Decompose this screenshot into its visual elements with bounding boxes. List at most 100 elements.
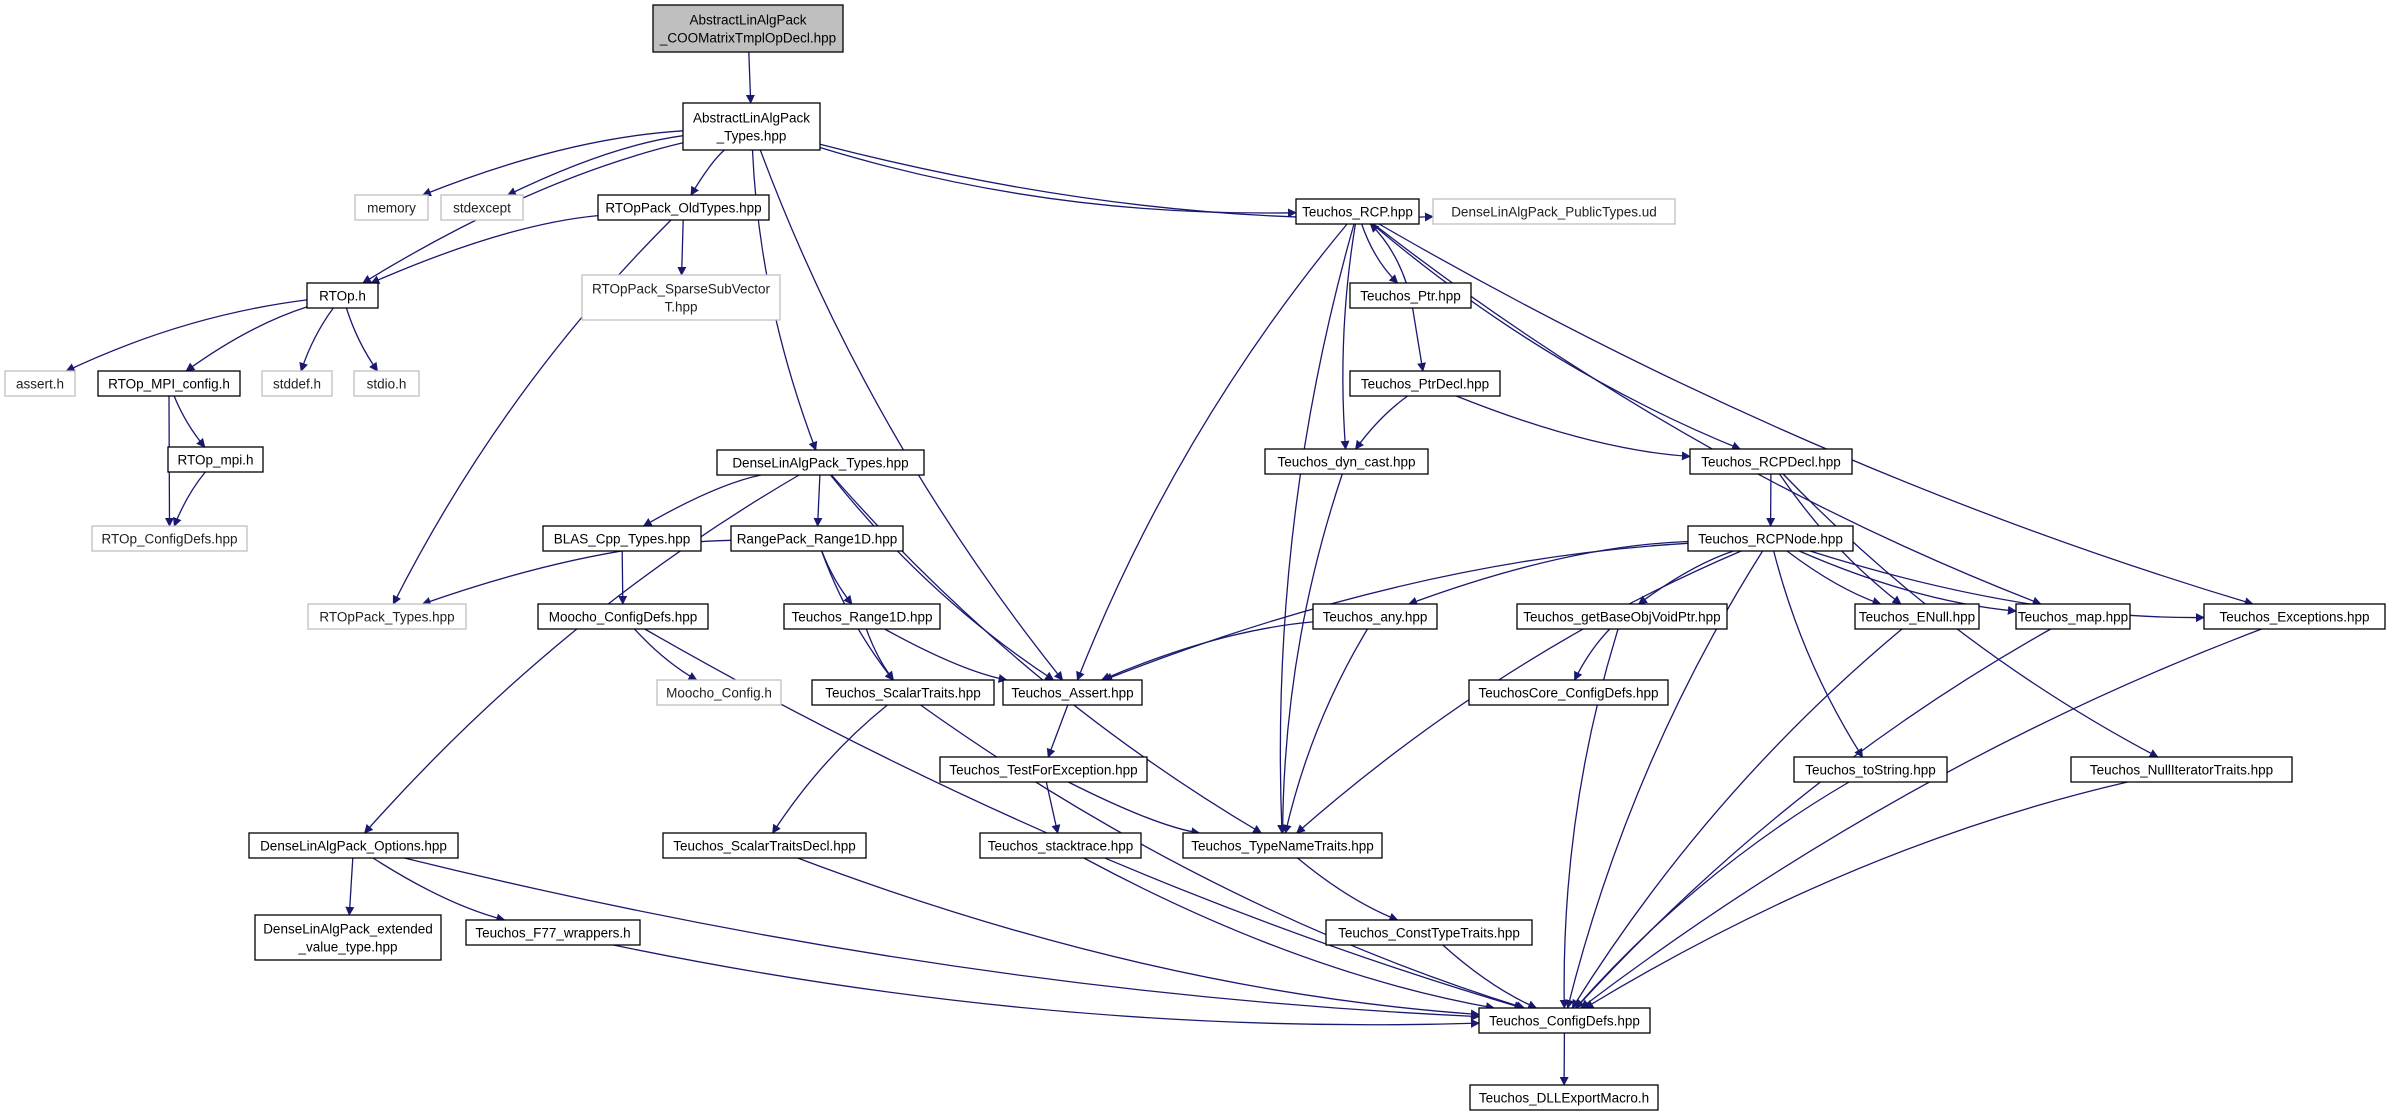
node-label: RTOp_MPI_config.h xyxy=(108,377,230,392)
node-box xyxy=(537,603,709,630)
node-teuchos-enull[interactable]: Teuchos_ENull.hpp xyxy=(1854,603,1980,630)
node-label: Teuchos_dyn_cast.hpp xyxy=(1277,455,1415,470)
node-label: T.hpp xyxy=(664,300,697,315)
node-teuchoscore-configdefs[interactable]: TeuchosCore_ConfigDefs.hpp xyxy=(1468,679,1669,706)
node-box xyxy=(91,525,248,552)
node-blas-cpp-types[interactable]: BLAS_Cpp_Types.hpp xyxy=(542,525,702,552)
node-box xyxy=(783,603,941,630)
node-teuchos-scalartraitsdecl[interactable]: Teuchos_ScalarTraitsDecl.hpp xyxy=(662,832,867,859)
node-rtop-mpi-h[interactable]: RTOp_mpi.h xyxy=(167,446,264,473)
node-label: RTOp_mpi.h xyxy=(177,453,253,468)
node-teuchos-rcpnode[interactable]: Teuchos_RCPNode.hpp xyxy=(1687,525,1854,552)
node-teuchos-rcp[interactable]: Teuchos_RCP.hpp xyxy=(1295,198,1420,225)
node-teuchos-ptr[interactable]: Teuchos_Ptr.hpp xyxy=(1349,282,1472,309)
node-box xyxy=(1325,919,1533,946)
edge-teuchos_assert-to-teuchos_testforexception xyxy=(1046,704,1069,758)
node-label: RTOpPack_OldTypes.hpp xyxy=(605,201,761,216)
node-rtoppack-oldtypes[interactable]: RTOpPack_OldTypes.hpp xyxy=(597,194,770,221)
node-teuchos-nulliteratortraits[interactable]: Teuchos_NullIteratorTraits.hpp xyxy=(2070,756,2293,783)
edge-dlap_options-to-teuchos_f77 xyxy=(372,857,506,923)
node-teuchos-dllexport[interactable]: Teuchos_DLLExportMacro.h xyxy=(1469,1084,1659,1111)
node-teuchos-range1d[interactable]: Teuchos_Range1D.hpp xyxy=(783,603,941,630)
node-teuchos-typenametraits[interactable]: Teuchos_TypeNameTraits.hpp xyxy=(1182,832,1383,859)
edge-moocho_configdefs-to-moocho_config xyxy=(634,628,698,681)
node-teuchos-tostring[interactable]: Teuchos_toString.hpp xyxy=(1793,756,1948,783)
node-box xyxy=(1469,1084,1659,1111)
edge-teuchos_rcp-to-teuchos_assert xyxy=(1076,223,1348,681)
node-label: RTOpPack_Types.hpp xyxy=(319,610,454,625)
node-teuchos-dyn-cast[interactable]: Teuchos_dyn_cast.hpp xyxy=(1264,448,1429,475)
node-rtop-h[interactable]: RTOp.h xyxy=(306,282,379,309)
edge-teuchos_ptrdecl-to-teuchos_dyn_cast xyxy=(1355,395,1408,450)
node-box xyxy=(656,679,782,706)
node-label: Teuchos_Range1D.hpp xyxy=(791,610,932,625)
node-dlap-extended[interactable]: DenseLinAlgPack_extended_value_type.hpp xyxy=(254,914,442,961)
node-stddef-h: stddef.h xyxy=(261,370,333,397)
edge-teuchos_ptr-to-teuchos_ptrdecl xyxy=(1411,307,1427,372)
node-rtop-mpi-config[interactable]: RTOp_MPI_config.h xyxy=(97,370,241,397)
node-box xyxy=(979,832,1142,859)
node-box xyxy=(306,282,379,309)
edge-teuchos_exceptions-to-teuchos_configdefs xyxy=(1580,628,2262,1009)
node-box xyxy=(440,194,524,221)
node-label: Teuchos_DLLExportMacro.h xyxy=(1479,1091,1649,1106)
node-label: Teuchos_ScalarTraits.hpp xyxy=(825,686,981,701)
node-box xyxy=(2015,603,2131,630)
edge-alap_types-to-teuchos_assert xyxy=(759,149,1064,681)
edge-teuchos_enull-to-teuchos_configdefs xyxy=(1571,628,1903,1009)
node-label: AbstractLinAlgPack xyxy=(689,13,806,28)
node-rtop-configdefs: RTOp_ConfigDefs.hpp xyxy=(91,525,248,552)
node-moocho-configdefs[interactable]: Moocho_ConfigDefs.hpp xyxy=(537,603,709,630)
node-label: DenseLinAlgPack_Options.hpp xyxy=(260,839,447,854)
edge-teuchos_scalartraits-to-teuchos_scalartraitsdecl xyxy=(772,704,888,834)
edge-teuchos_any-to-teuchos_assert xyxy=(1100,621,1314,681)
node-box xyxy=(1793,756,1948,783)
edge-teuchos_consttypetraits-to-teuchos_configdefs xyxy=(1442,944,1538,1009)
node-memory: memory xyxy=(354,194,429,221)
node-root[interactable]: AbstractLinAlgPack_COOMatrixTmplOpDecl.h… xyxy=(652,4,844,53)
node-label: RangePack_Range1D.hpp xyxy=(737,532,898,547)
edge-rtoppack_oldtypes-to-rtoppack_sparse xyxy=(677,219,687,276)
node-teuchos-exceptions[interactable]: Teuchos_Exceptions.hpp xyxy=(2203,603,2386,630)
edge-teuchos_rcpnode-to-teuchos_typenametraits xyxy=(1296,550,1742,834)
node-teuchos-stacktrace[interactable]: Teuchos_stacktrace.hpp xyxy=(979,832,1142,859)
edge-teuchos_rcpnode-to-teuchos_getbaseobj xyxy=(1637,550,1734,605)
node-teuchos-any[interactable]: Teuchos_any.hpp xyxy=(1312,603,1438,630)
node-stdio-h: stdio.h xyxy=(353,370,420,397)
node-label: Teuchos_stacktrace.hpp xyxy=(988,839,1134,854)
node-teuchos-scalartraits[interactable]: Teuchos_ScalarTraits.hpp xyxy=(811,679,995,706)
node-teuchos-ptrdecl[interactable]: Teuchos_PtrDecl.hpp xyxy=(1349,370,1501,397)
node-dlap-types[interactable]: DenseLinAlgPack_Types.hpp xyxy=(716,449,925,476)
node-label: Teuchos_getBaseObjVoidPtr.hpp xyxy=(1523,610,1720,625)
edge-rtoppack_oldtypes-to-rtop_h xyxy=(370,214,599,284)
node-teuchos-assert[interactable]: Teuchos_Assert.hpp xyxy=(1002,679,1143,706)
node-box xyxy=(261,370,333,397)
node-teuchos-testforexception[interactable]: Teuchos_TestForException.hpp xyxy=(939,756,1148,783)
node-teuchos-rcpdecl[interactable]: Teuchos_RCPDecl.hpp xyxy=(1689,448,1853,475)
edge-rtop_h-to-assert_h xyxy=(65,299,308,372)
node-box xyxy=(1478,1007,1651,1034)
node-rangepack-range1d[interactable]: RangePack_Range1D.hpp xyxy=(730,525,904,552)
node-teuchos-f77[interactable]: Teuchos_F77_wrappers.h xyxy=(465,919,641,946)
edge-alap_types-to-memory xyxy=(421,130,684,197)
node-box xyxy=(662,832,867,859)
node-teuchos-consttypetraits[interactable]: Teuchos_ConstTypeTraits.hpp xyxy=(1325,919,1533,946)
node-dlap-options[interactable]: DenseLinAlgPack_Options.hpp xyxy=(248,832,459,859)
edge-teuchos_typenametraits-to-teuchos_consttypetraits xyxy=(1297,857,1399,922)
node-box xyxy=(811,679,995,706)
edge-teuchos_scalartraitsdecl-to-teuchos_configdefs xyxy=(797,857,1480,1019)
node-teuchos-configdefs[interactable]: Teuchos_ConfigDefs.hpp xyxy=(1478,1007,1651,1034)
edge-alap_types-to-stdexcept xyxy=(506,135,684,196)
node-teuchos-map[interactable]: Teuchos_map.hpp xyxy=(2015,603,2131,630)
node-teuchos-getbaseobj[interactable]: Teuchos_getBaseObjVoidPtr.hpp xyxy=(1516,603,1728,630)
node-alap-types[interactable]: AbstractLinAlgPack_Types.hpp xyxy=(682,102,821,151)
edge-dlap_options-to-teuchos_configdefs xyxy=(404,857,1480,1021)
edge-teuchos_rcpnode-to-teuchos_enull xyxy=(1786,550,1882,606)
node-label: BLAS_Cpp_Types.hpp xyxy=(554,532,691,547)
node-box xyxy=(581,274,781,321)
edge-teuchos_rcpnode-to-teuchos_exceptions xyxy=(1809,550,2205,623)
node-label: Teuchos_ENull.hpp xyxy=(1859,610,1975,625)
edge-dlap_types-to-dlap_options xyxy=(364,474,800,834)
edge-teuchos_range1d-to-teuchos_scalartraits xyxy=(865,628,894,681)
